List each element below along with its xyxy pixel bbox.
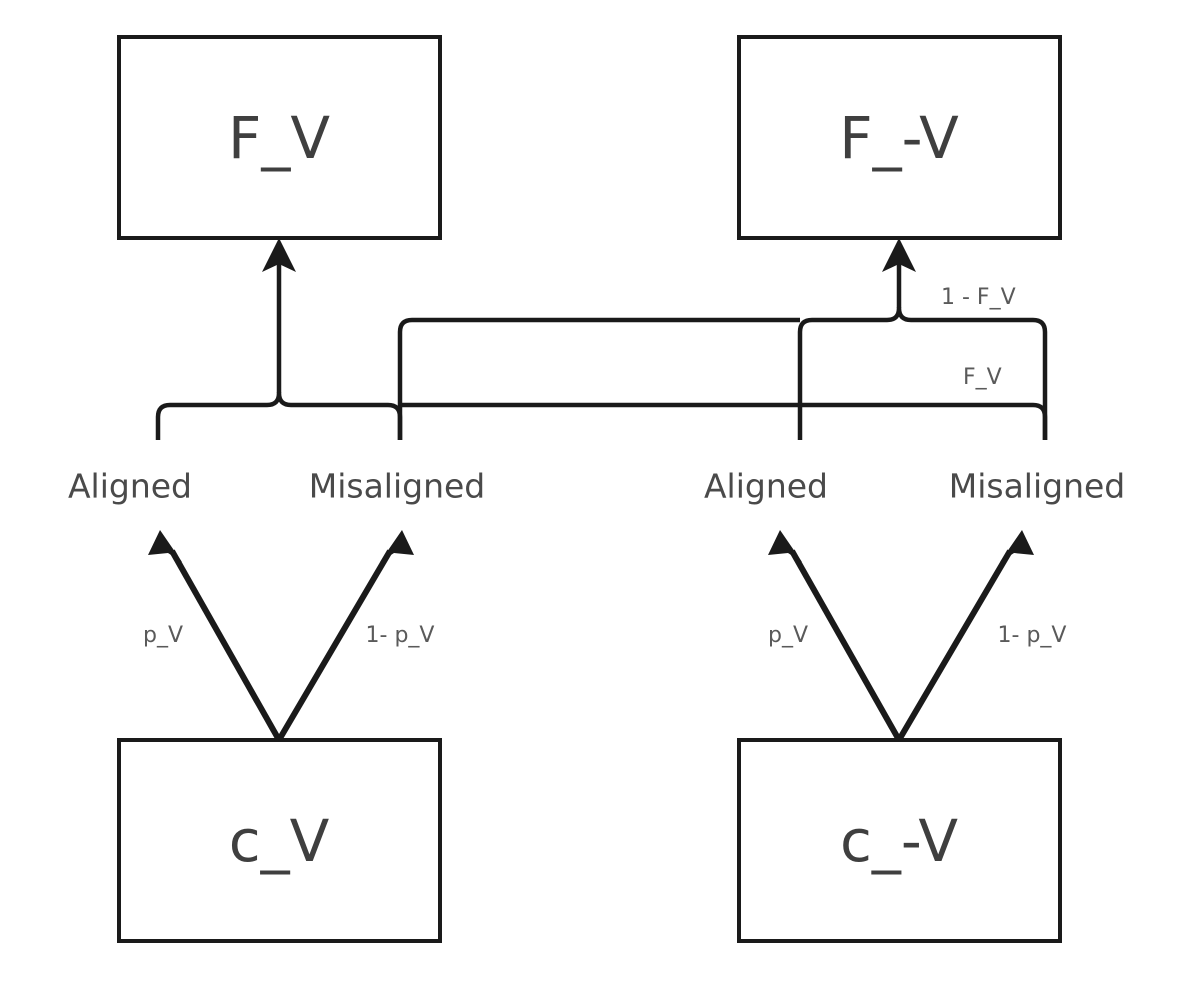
edge-label-left-p: p_V	[143, 623, 183, 648]
arrow-c-v-aligned-shaft	[169, 549, 282, 742]
brace-right-shape	[797, 305, 1048, 440]
node-c-v-label: c_V	[229, 807, 330, 875]
node-c-v[interactable]: c_V	[117, 738, 442, 943]
arrowhead-to-f-neg-v	[882, 238, 916, 272]
arrow-c-v-to-misaligned	[276, 530, 414, 742]
brace-left-shape	[155, 390, 403, 440]
arrow-c-neg-v-misaligned-shaft	[896, 549, 1013, 742]
node-c-neg-v-label: c_-V	[840, 807, 958, 875]
connector-cross-lower	[400, 402, 1048, 440]
node-f-neg-v-label: F_-V	[839, 104, 959, 172]
arrow-c-v-misaligned-shaft	[276, 549, 393, 742]
node-f-v-label: F_V	[228, 104, 330, 172]
arrowhead-c-v-misaligned	[380, 530, 414, 562]
arrow-c-neg-v-aligned-shaft	[789, 549, 902, 742]
arrowhead-to-f-v	[262, 238, 296, 272]
outcome-label-right-misaligned: Misaligned	[949, 467, 1126, 506]
arrow-c-v-to-aligned	[148, 530, 282, 742]
brace-left-to-f-v	[155, 238, 403, 440]
connector-left-misaligned-to-f-neg-v	[397, 317, 800, 440]
arrowhead-c-neg-v-aligned	[768, 530, 802, 562]
connector-cross-upper	[397, 317, 800, 440]
brace-right-to-f-neg-v	[797, 238, 1048, 440]
edge-label-right-one-minus-p: 1- p_V	[998, 623, 1067, 648]
arrow-c-neg-v-to-misaligned	[896, 530, 1034, 742]
edge-label-right-p: p_V	[768, 623, 808, 648]
edge-label-fv: F_V	[963, 365, 1002, 390]
node-f-neg-v[interactable]: F_-V	[737, 35, 1062, 240]
outcome-label-right-aligned: Aligned	[704, 467, 828, 506]
connector-right-misaligned-to-f-v	[400, 402, 1048, 440]
node-f-v-box	[117, 35, 442, 240]
node-c-neg-v-box	[737, 738, 1062, 943]
arrowhead-c-v-aligned	[148, 530, 182, 562]
edge-label-left-one-minus-p: 1- p_V	[366, 623, 435, 648]
arrowhead-c-neg-v-misaligned	[1000, 530, 1034, 562]
node-f-v[interactable]: F_V	[117, 35, 442, 240]
outcome-label-left-aligned: Aligned	[68, 467, 192, 506]
node-f-neg-v-box	[737, 35, 1062, 240]
node-c-neg-v[interactable]: c_-V	[737, 738, 1062, 943]
outcome-label-left-misaligned: Misaligned	[309, 467, 486, 506]
arrow-c-neg-v-to-aligned	[768, 530, 902, 742]
edge-label-one-minus-fv: 1 - F_V	[941, 285, 1016, 310]
